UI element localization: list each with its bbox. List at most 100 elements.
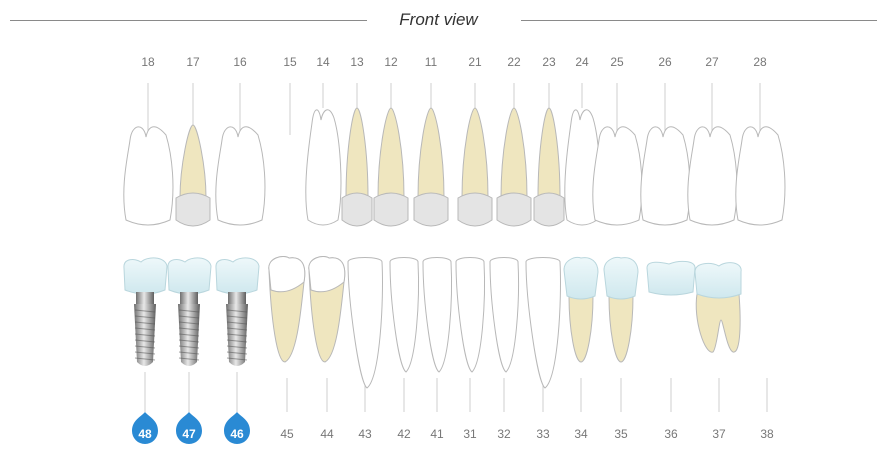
implant-abutment (228, 292, 246, 304)
ceramic-crown (124, 258, 167, 294)
lower-tooth-number: 31 (463, 427, 477, 441)
lower-tooth-41[interactable]: 41 (423, 258, 452, 442)
tooth-outline (306, 110, 341, 225)
ceramic-crown (168, 258, 211, 294)
lower-tooth-43[interactable]: 43 (348, 258, 382, 442)
lower-tooth-47[interactable]: 47 (168, 258, 211, 444)
lower-tooth-36[interactable]: 36 (647, 261, 695, 441)
upper-tooth-number: 13 (350, 55, 364, 69)
upper-tooth-17[interactable]: 17 (176, 55, 210, 226)
lower-tooth-number: 47 (182, 427, 196, 441)
upper-tooth-11[interactable]: 11 (414, 55, 448, 226)
upper-tooth-number: 12 (384, 55, 398, 69)
tooth-root (538, 108, 560, 198)
lower-tooth-32[interactable]: 32 (490, 258, 519, 442)
implant-abutment (180, 292, 198, 304)
tooth-outline (423, 258, 452, 373)
upper-tooth-21[interactable]: 21 (458, 55, 492, 226)
upper-tooth-16[interactable]: 16 (216, 55, 265, 225)
tooth-outline (526, 258, 560, 389)
upper-tooth-14[interactable]: 14 (306, 55, 341, 225)
upper-tooth-27[interactable]: 27 (688, 55, 737, 225)
tooth-root (462, 108, 488, 198)
lower-tooth-number: 43 (358, 427, 372, 441)
lower-tooth-37[interactable]: 37 (695, 263, 741, 441)
lower-tooth-number: 45 (280, 427, 294, 441)
tooth-root (501, 108, 527, 198)
tooth-root (609, 296, 633, 362)
lower-tooth-number: 46 (230, 427, 244, 441)
tooth-root (569, 296, 593, 362)
lower-tooth-number: 36 (664, 427, 678, 441)
lower-tooth-44[interactable]: 44 (309, 257, 345, 442)
upper-tooth-25[interactable]: 25 (593, 55, 642, 225)
tooth-outline (641, 127, 690, 225)
tooth-outline (456, 258, 485, 373)
lower-tooth-45[interactable]: 45 (269, 257, 305, 442)
lower-tooth-number: 42 (397, 427, 411, 441)
lower-tooth-number: 41 (430, 427, 444, 441)
tooth-crown (176, 193, 210, 226)
lower-tooth-33[interactable]: 33 (526, 258, 560, 442)
lower-tooth-42[interactable]: 42 (390, 258, 419, 442)
tooth-crown (497, 193, 531, 226)
upper-tooth-number: 15 (283, 55, 297, 69)
upper-tooth-number: 23 (542, 55, 556, 69)
lower-tooth-38[interactable]: 38 (760, 378, 774, 441)
lower-tooth-35[interactable]: 35 (604, 258, 638, 442)
upper-tooth-13[interactable]: 13 (342, 55, 372, 226)
upper-tooth-number: 25 (610, 55, 624, 69)
ceramic-crown (604, 258, 638, 300)
lower-tooth-46[interactable]: 46 (216, 258, 259, 444)
tooth-crown (342, 193, 372, 226)
tooth-root (180, 125, 206, 198)
tooth-outline (216, 127, 265, 225)
implant-abutment (136, 292, 154, 304)
upper-tooth-number: 11 (425, 55, 438, 69)
upper-tooth-number: 26 (658, 55, 672, 69)
tooth-root (346, 108, 368, 198)
upper-tooth-number: 24 (575, 55, 589, 69)
upper-tooth-23[interactable]: 23 (534, 55, 564, 226)
upper-tooth-18[interactable]: 18 (124, 55, 173, 225)
ceramic-crown (216, 258, 259, 294)
tooth-outline (593, 127, 642, 225)
lower-tooth-48[interactable]: 48 (124, 258, 167, 444)
upper-tooth-28[interactable]: 28 (736, 55, 785, 225)
tooth-crown (534, 193, 564, 226)
tooth-crown (458, 193, 492, 226)
tooth-outline (736, 127, 785, 225)
upper-tooth-26[interactable]: 26 (641, 55, 690, 225)
ceramic-crown (564, 258, 598, 300)
tooth-outline (688, 127, 737, 225)
upper-tooth-12[interactable]: 12 (374, 55, 408, 226)
lower-tooth-number: 33 (536, 427, 550, 441)
lower-tooth-number: 48 (138, 427, 152, 441)
ceramic-crown (695, 263, 741, 298)
lower-tooth-number: 35 (614, 427, 628, 441)
tooth-outline (490, 258, 519, 373)
upper-tooth-number: 17 (186, 55, 200, 69)
upper-tooth-number: 22 (507, 55, 521, 69)
upper-tooth-number: 16 (233, 55, 247, 69)
lower-tooth-number: 34 (574, 427, 588, 441)
upper-tooth-number: 18 (141, 55, 155, 69)
lower-tooth-31[interactable]: 31 (456, 258, 485, 442)
lower-tooth-34[interactable]: 34 (564, 258, 598, 442)
tooth-root (696, 294, 740, 352)
upper-tooth-22[interactable]: 22 (497, 55, 531, 226)
tooth-root (378, 108, 404, 198)
tooth-crown (414, 193, 448, 226)
upper-tooth-number: 14 (316, 55, 330, 69)
lower-tooth-number: 38 (760, 427, 774, 441)
tooth-outline (390, 258, 419, 373)
tooth-outline (124, 127, 173, 225)
pontic-crown (647, 261, 695, 295)
lower-tooth-number: 44 (320, 427, 334, 441)
upper-tooth-number: 27 (705, 55, 719, 69)
upper-tooth-number: 21 (468, 55, 482, 69)
upper-tooth-15[interactable]: 15 (283, 55, 297, 135)
tooth-root (418, 108, 444, 198)
tooth-crown (374, 193, 408, 226)
